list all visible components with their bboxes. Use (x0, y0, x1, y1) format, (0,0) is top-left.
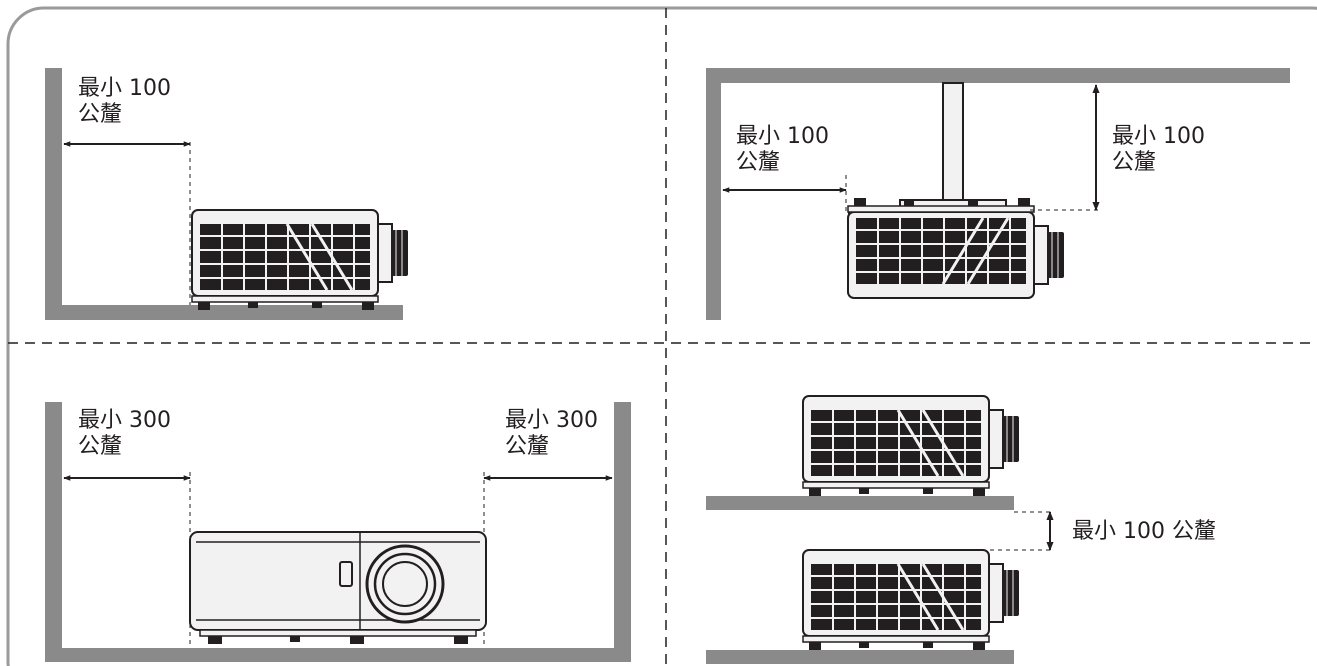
label-line: 最小 100 公釐 (1072, 519, 1216, 544)
bottom-left-right-clearance-label: 最小 300 公釐 (505, 408, 598, 460)
top-right-side-clearance-label: 最小 100 公釐 (736, 124, 829, 176)
label-line: 最小 100 (736, 124, 829, 149)
label-line: 公釐 (1112, 150, 1157, 175)
quadrant-stacking-clearance (706, 394, 1054, 664)
bottom-left-left-clearance-label: 最小 300 公釐 (78, 408, 171, 460)
top-left-clearance-label: 最小 100 公釐 (78, 76, 171, 128)
bottom-right-stack-clearance-label: 最小 100 公釐 (1072, 519, 1216, 545)
label-line: 最小 300 (78, 408, 171, 433)
label-line: 公釐 (78, 102, 123, 127)
label-line: 公釐 (736, 150, 781, 175)
label-line: 公釐 (78, 434, 123, 459)
quadrant-side-clearance (45, 402, 631, 662)
top-right-ceiling-clearance-label: 最小 100 公釐 (1112, 124, 1205, 176)
quadrant-ceiling-mount-clearance (706, 68, 1290, 320)
label-line: 最小 300 (505, 408, 598, 433)
label-line: 最小 100 (78, 76, 171, 101)
label-line: 公釐 (505, 434, 550, 459)
label-line: 最小 100 (1112, 124, 1205, 149)
quadrant-wall-clearance (45, 68, 410, 320)
